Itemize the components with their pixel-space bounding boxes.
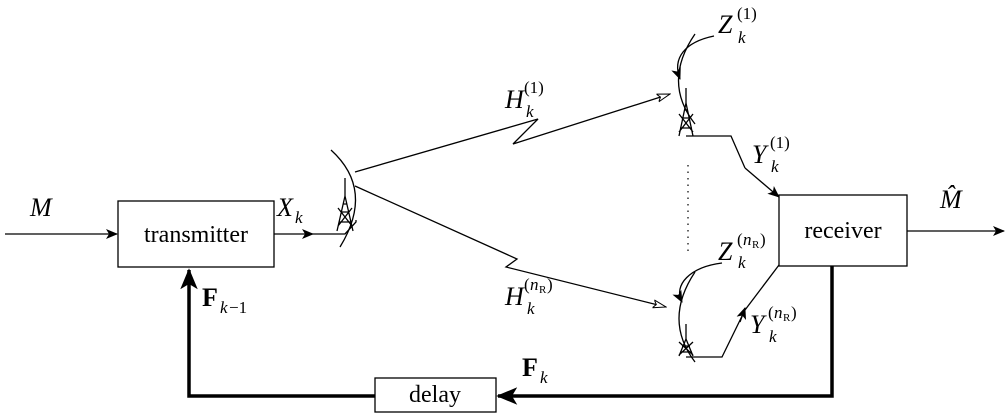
svg-text:Y: Y bbox=[752, 140, 769, 169]
svg-text:k: k bbox=[771, 157, 779, 176]
receiver-label: receiver bbox=[804, 218, 881, 244]
delay-label: delay bbox=[409, 382, 461, 408]
feedback-current-label: F k bbox=[522, 353, 548, 387]
estimate-label: M̂ bbox=[939, 185, 963, 214]
output-first-arrow bbox=[744, 167, 780, 198]
tx-symbol-label: X k bbox=[276, 193, 303, 227]
svg-text:H: H bbox=[504, 85, 525, 114]
transmitter-label: transmitter bbox=[144, 222, 248, 248]
svg-text:R: R bbox=[783, 312, 791, 324]
svg-text:(1): (1) bbox=[524, 78, 544, 97]
svg-text:(: ( bbox=[524, 275, 530, 294]
svg-text:(1): (1) bbox=[737, 4, 757, 23]
feedback-prev-label: F k −1 bbox=[202, 283, 247, 317]
svg-text:k: k bbox=[769, 327, 777, 346]
svg-text:k: k bbox=[540, 368, 548, 387]
svg-text:n: n bbox=[743, 230, 752, 249]
svg-text:Z: Z bbox=[718, 237, 733, 266]
svg-text:): ) bbox=[760, 230, 766, 249]
svg-text:F: F bbox=[522, 353, 538, 382]
svg-text:(: ( bbox=[768, 303, 774, 322]
svg-text:(: ( bbox=[737, 230, 743, 249]
svg-text:X: X bbox=[276, 193, 294, 222]
svg-text:Z: Z bbox=[718, 10, 733, 39]
channel-link-first bbox=[354, 93, 670, 173]
noise-first-label: Z (1) k bbox=[718, 4, 757, 47]
transmitter-block: transmitter bbox=[117, 200, 275, 268]
svg-text:(1): (1) bbox=[770, 133, 790, 152]
channel-last-label: H ( n R ) k bbox=[504, 275, 553, 318]
svg-text:R: R bbox=[752, 239, 760, 251]
noise-last-label: Z ( n R ) k bbox=[718, 230, 766, 272]
noise-arrow-first bbox=[671, 35, 715, 80]
svg-text:H: H bbox=[504, 282, 525, 311]
svg-text:n: n bbox=[530, 275, 539, 294]
output-last-arrowhead bbox=[736, 307, 747, 323]
svg-text:k: k bbox=[738, 28, 746, 47]
svg-text:k: k bbox=[220, 298, 228, 317]
svg-text:−1: −1 bbox=[229, 298, 247, 317]
svg-text:k: k bbox=[295, 208, 303, 227]
svg-text:F: F bbox=[202, 283, 218, 312]
svg-text:R: R bbox=[539, 284, 547, 296]
channel-link-last bbox=[354, 185, 666, 307]
feedback-path-to-delay bbox=[496, 266, 834, 405]
receive-antenna-last-icon bbox=[678, 271, 746, 363]
feedback-path-to-transmitter bbox=[180, 268, 375, 398]
svg-text:k: k bbox=[526, 102, 534, 121]
delay-block: delay bbox=[374, 377, 497, 413]
svg-text:k: k bbox=[738, 253, 746, 272]
channel-first-label: H (1) k bbox=[504, 78, 544, 121]
svg-text:Y: Y bbox=[750, 310, 767, 339]
message-label: M bbox=[29, 193, 53, 222]
output-last-arrow bbox=[744, 264, 780, 311]
tx-antenna-feed bbox=[313, 220, 357, 235]
svg-text:n: n bbox=[774, 303, 783, 322]
output-first-label: Y (1) k bbox=[752, 133, 790, 176]
svg-text:k: k bbox=[527, 299, 535, 318]
output-last-label: Y ( n R ) k bbox=[750, 303, 797, 346]
receiver-block: receiver bbox=[778, 194, 908, 267]
receive-antenna-first-icon bbox=[677, 33, 746, 169]
noise-arrow-last bbox=[672, 262, 723, 303]
transmit-antenna-icon bbox=[330, 149, 357, 248]
svg-text:): ) bbox=[791, 303, 797, 322]
svg-text:): ) bbox=[547, 275, 553, 294]
